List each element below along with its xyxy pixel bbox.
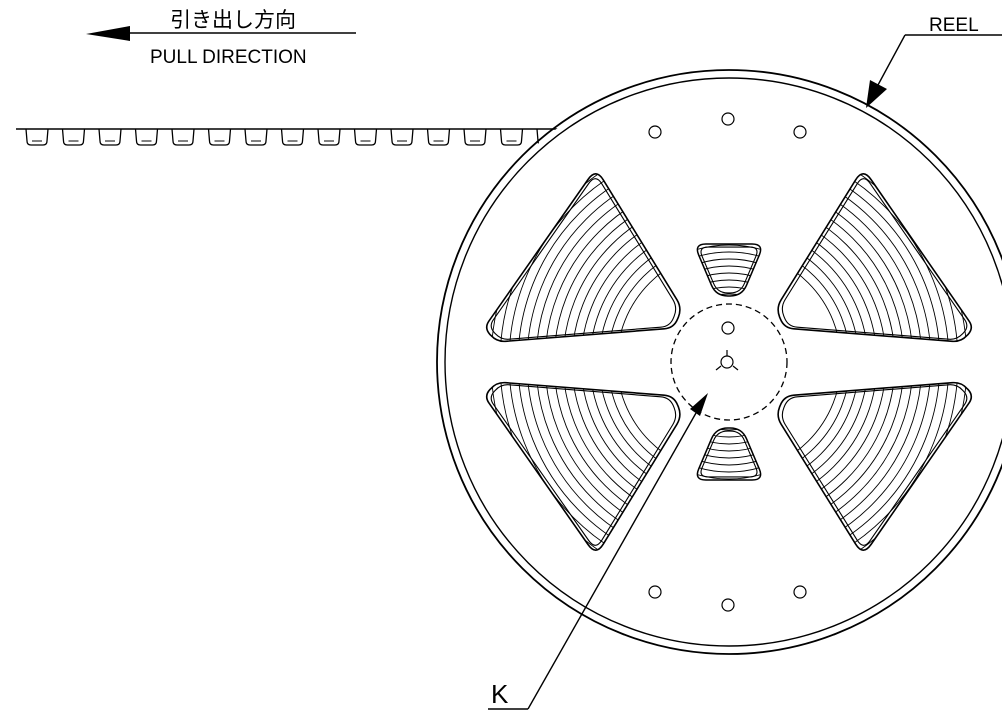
flange-hole: [721, 598, 735, 612]
flange-hole: [721, 112, 735, 126]
tape-pocket: [207, 128, 232, 146]
tape-pocket: [244, 128, 268, 146]
reel-hub: [670, 303, 788, 421]
reel-outer-rim: [436, 69, 1002, 655]
hub-drive-icon: [715, 350, 739, 371]
tape-pocket: [463, 128, 487, 146]
reel-window: [777, 381, 973, 551]
tape-pocket: [317, 128, 341, 146]
tape-pocket: [61, 128, 86, 146]
detail-k-circle: [670, 303, 788, 421]
tape-pocket: [353, 128, 378, 146]
tape-pocket: [98, 128, 122, 146]
tape-pocket: [171, 128, 195, 146]
tape-pocket: [609, 128, 633, 146]
tape-pocket: [572, 128, 597, 146]
arrow-up-right-icon: [690, 393, 708, 416]
reel-window: [485, 381, 681, 551]
hub-window: [696, 243, 762, 297]
flange-hole: [793, 585, 807, 599]
tape-pocket: [426, 128, 451, 146]
reel: [436, 69, 1002, 655]
reel-leader-line: [877, 34, 906, 86]
reel-callout: REEL: [866, 15, 1002, 108]
k-leader-line: [527, 412, 697, 710]
arrow-down-left-icon: [866, 80, 887, 108]
flange-hole: [793, 125, 807, 139]
reel-inner-rim: [444, 77, 1002, 647]
reel-window: [485, 173, 681, 343]
tape-pocket: [390, 128, 414, 146]
tape-pocket: [25, 128, 49, 146]
hub-window: [696, 427, 762, 481]
reel-windows: [485, 173, 973, 551]
reel-window: [777, 173, 973, 343]
arrow-left-icon: [86, 26, 130, 41]
carrier-tape: [16, 128, 633, 146]
flange-holes: [648, 112, 807, 612]
tape-pocket: [499, 128, 524, 146]
reel-label: REEL: [929, 15, 979, 36]
tape-pocket: [280, 128, 305, 146]
pull-direction-label-jp: 引き出し方向: [170, 9, 296, 32]
pull-direction-header: 引き出し方向 PULL DIRECTION: [86, 9, 356, 68]
detail-k-label: K: [491, 679, 509, 709]
flange-hole: [648, 125, 662, 139]
tape-pocket: [134, 128, 159, 146]
hub-small-hole: [721, 321, 735, 335]
flange-hole: [648, 585, 662, 599]
k-callout: K: [488, 393, 708, 710]
pull-direction-label-en: PULL DIRECTION: [150, 47, 307, 68]
hub-windows: [696, 243, 762, 481]
